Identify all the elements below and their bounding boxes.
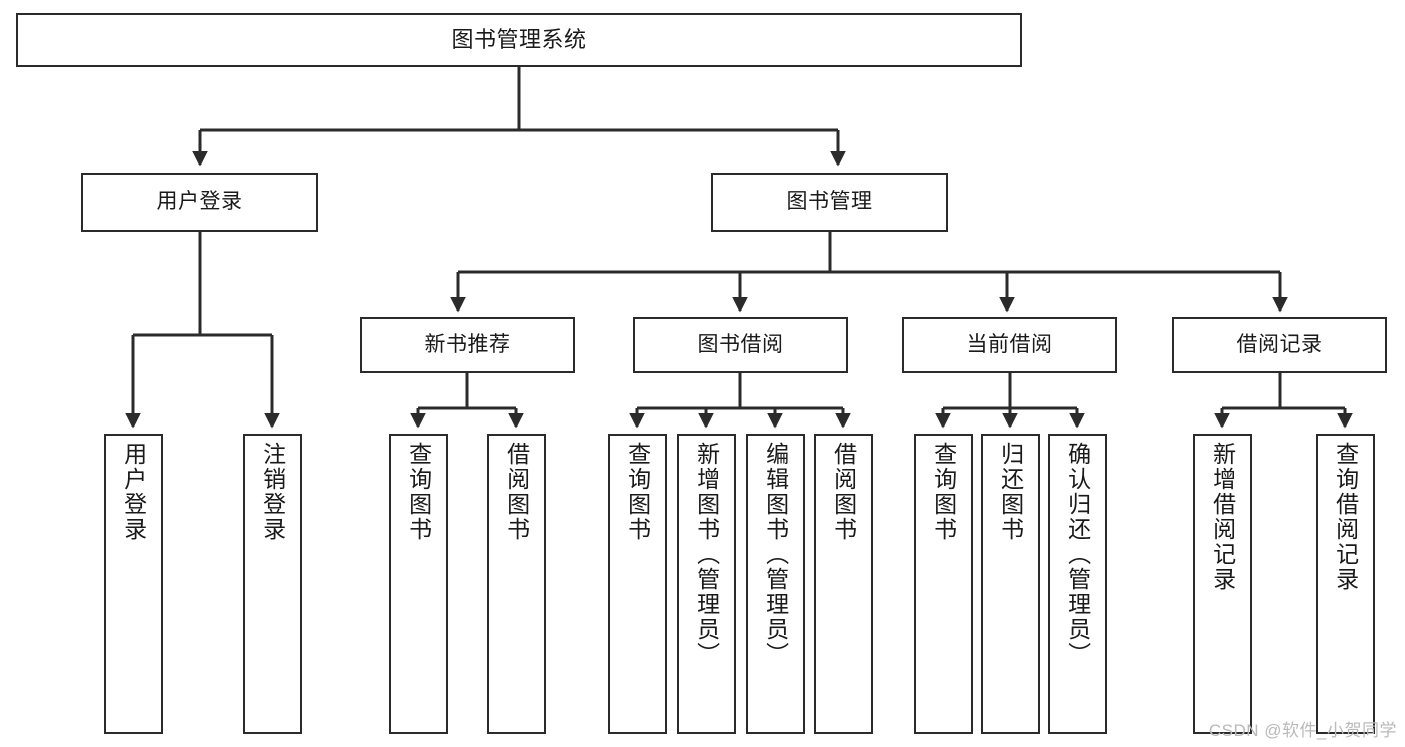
leaf-user-login-signout-label: 注销登录 — [259, 442, 286, 542]
leaf-current-return-book[interactable]: 归还图书 — [981, 434, 1040, 734]
node-book-management[interactable]: 图书管理 — [711, 173, 948, 232]
watermark: CSDN @软件_小贺同学 — [1208, 721, 1397, 740]
leaf-new-book-borrow-label: 借阅图书 — [503, 442, 530, 542]
leaf-current-confirm-return[interactable]: 确认归还（管理员） — [1048, 434, 1107, 734]
leaf-borrow-add-book-label: 新增图书（管理员） — [693, 442, 720, 667]
leaf-record-add-label: 新增借阅记录 — [1209, 442, 1236, 592]
node-new-book-recommend[interactable]: 新书推荐 — [360, 317, 575, 373]
leaf-borrow-borrow-book[interactable]: 借阅图书 — [814, 434, 873, 734]
leaf-user-login-signout[interactable]: 注销登录 — [243, 434, 302, 734]
leaf-borrow-borrow-book-label: 借阅图书 — [830, 442, 857, 542]
node-user-login-label: 用户登录 — [156, 190, 243, 214]
leaf-borrow-query-book[interactable]: 查询图书 — [608, 434, 667, 734]
leaf-user-login-signin[interactable]: 用户登录 — [104, 434, 163, 734]
node-borrow-record[interactable]: 借阅记录 — [1172, 317, 1387, 373]
leaf-borrow-edit-book[interactable]: 编辑图书（管理员） — [746, 434, 805, 734]
leaf-record-query-label: 查询借阅记录 — [1332, 442, 1359, 592]
node-new-book-recommend-label: 新书推荐 — [424, 332, 511, 356]
node-book-management-label: 图书管理 — [786, 190, 873, 214]
node-user-login[interactable]: 用户登录 — [81, 173, 318, 232]
leaf-borrow-add-book[interactable]: 新增图书（管理员） — [677, 434, 736, 734]
leaf-user-login-signin-label: 用户登录 — [120, 442, 147, 542]
leaf-new-book-query-label: 查询图书 — [405, 442, 432, 542]
node-root[interactable]: 图书管理系统 — [16, 13, 1022, 67]
node-current-borrow[interactable]: 当前借阅 — [902, 317, 1117, 373]
leaf-borrow-query-book-label: 查询图书 — [624, 442, 651, 542]
leaf-current-query-book[interactable]: 查询图书 — [914, 434, 973, 734]
node-current-borrow-label: 当前借阅 — [966, 332, 1053, 356]
leaf-record-query[interactable]: 查询借阅记录 — [1316, 434, 1375, 734]
node-root-label: 图书管理系统 — [451, 26, 587, 52]
leaf-current-return-book-label: 归还图书 — [997, 442, 1024, 542]
leaf-new-book-query[interactable]: 查询图书 — [389, 434, 448, 734]
node-borrow-record-label: 借阅记录 — [1236, 332, 1323, 356]
leaf-borrow-edit-book-label: 编辑图书（管理员） — [762, 442, 789, 667]
leaf-current-query-book-label: 查询图书 — [930, 442, 957, 542]
leaf-record-add[interactable]: 新增借阅记录 — [1193, 434, 1252, 734]
leaf-current-confirm-return-label: 确认归还（管理员） — [1064, 442, 1091, 667]
node-book-borrow-label: 图书借阅 — [697, 332, 784, 356]
leaf-new-book-borrow[interactable]: 借阅图书 — [487, 434, 546, 734]
node-book-borrow[interactable]: 图书借阅 — [633, 317, 848, 373]
